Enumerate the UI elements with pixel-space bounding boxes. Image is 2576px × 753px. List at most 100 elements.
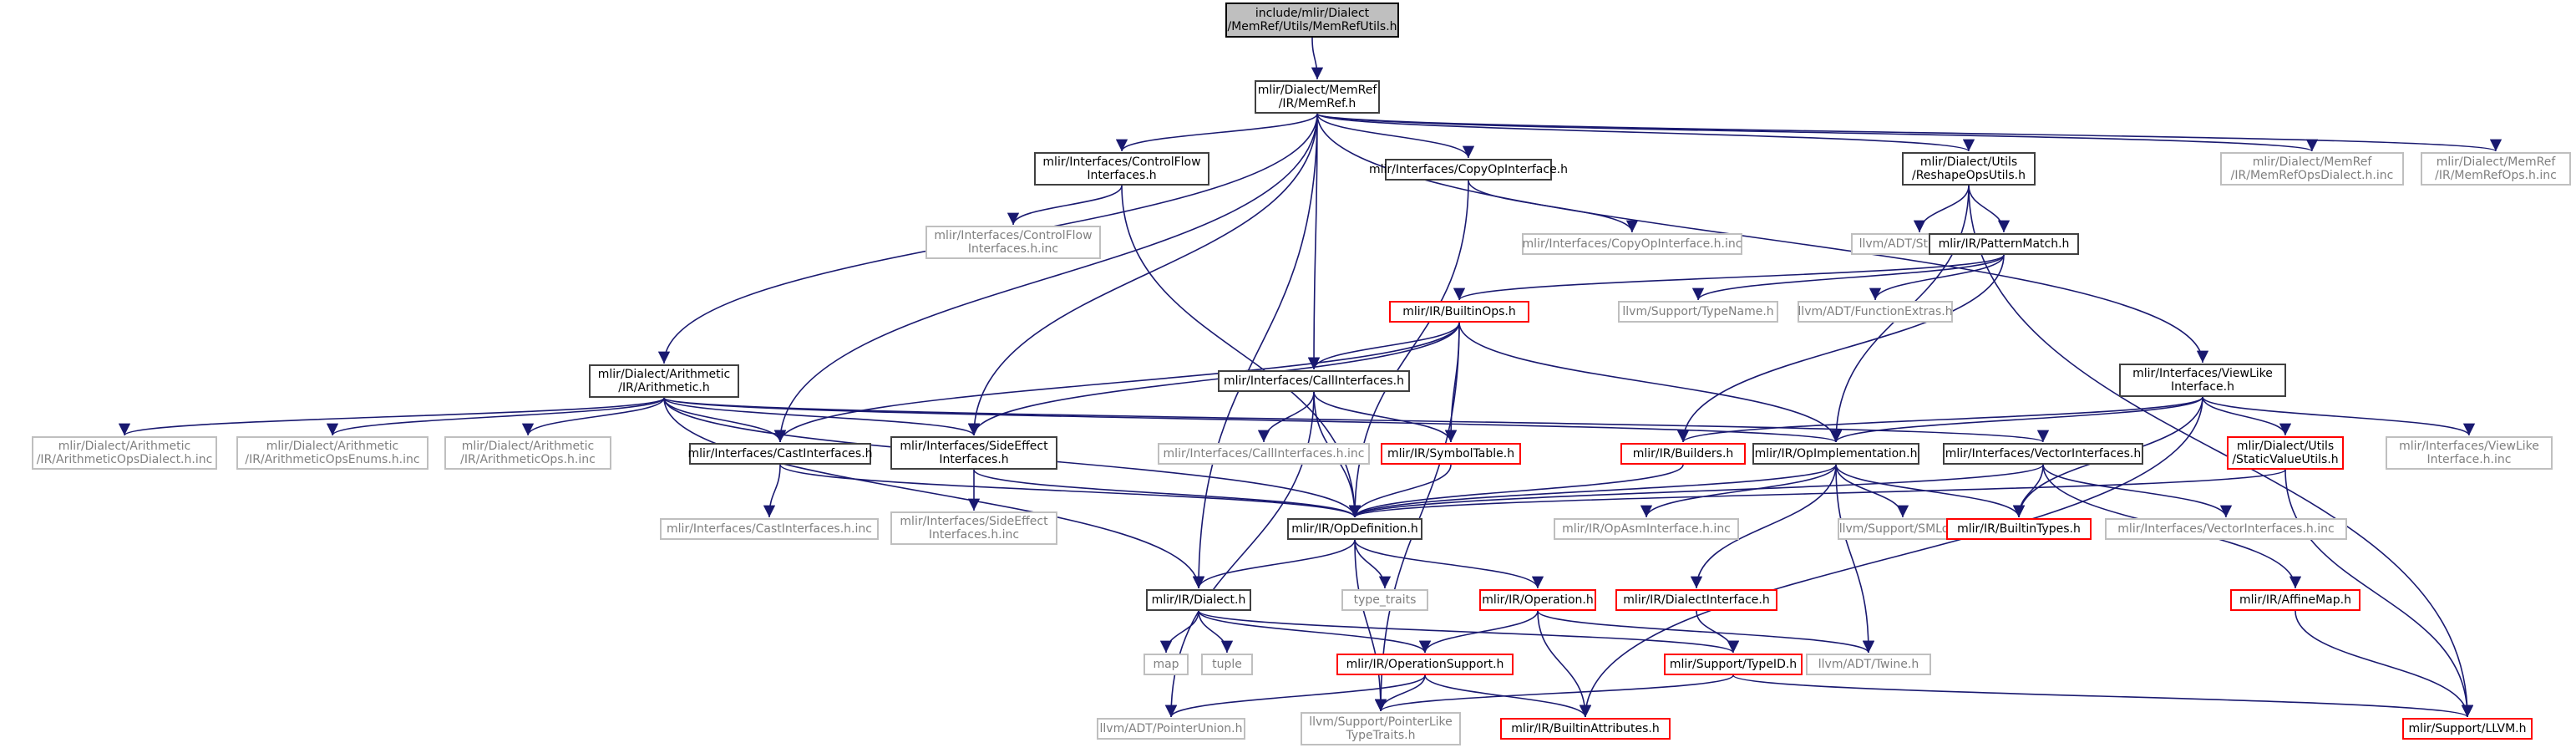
node-copyopinc[interactable]: mlir/Interfaces/CopyOpInterface.h.inc <box>1522 233 1742 255</box>
edge-viewlike-to-viewlikeinc <box>2202 396 2475 436</box>
edge-viewlike-to-opimpl <box>1830 396 2203 443</box>
edge-staticvalue-to-opdef <box>1349 469 2286 518</box>
edge-patternmatch-to-builtinops <box>1453 254 2005 301</box>
node-builtinops[interactable]: mlir/IR/BuiltinOps.h <box>1389 301 1529 323</box>
node-operation[interactable]: mlir/IR/Operation.h <box>1479 589 1596 611</box>
node-memref[interactable]: mlir/Dialect/MemRef /IR/MemRef.h <box>1255 80 1380 114</box>
node-dialectif[interactable]: mlir/IR/DialectInterface.h <box>1615 589 1777 611</box>
edge-arith-to-opimpl <box>663 397 1842 443</box>
node-sideeffectinc[interactable]: mlir/Interfaces/SideEffect Interfaces.h.… <box>890 511 1057 545</box>
node-funcextras[interactable]: llvm/ADT/FunctionExtras.h <box>1798 301 1953 323</box>
node-affinemap[interactable]: mlir/IR/AffineMap.h <box>2230 589 2360 611</box>
edge-builtinops-to-ptrlike <box>1374 322 1460 712</box>
edge-patternmatch-to-typename <box>1691 254 2005 301</box>
edge-opdef-to-typetraits <box>1354 539 1392 589</box>
node-arithdialectinc[interactable]: mlir/Dialect/Arithmetic /IR/ArithmeticOp… <box>32 436 217 470</box>
node-arith[interactable]: mlir/Dialect/Arithmetic /IR/Arithmetic.h <box>589 364 739 398</box>
node-viewlike[interactable]: mlir/Interfaces/ViewLike Interface.h <box>2119 364 2286 397</box>
node-cflow[interactable]: mlir/Interfaces/ControlFlow Interfaces.h <box>1034 152 1209 186</box>
edge-operation-to-twine <box>1537 610 1874 654</box>
edge-builders-to-opdef <box>1348 464 1684 518</box>
edge-viewlike-to-builtinattrs <box>1579 396 2203 718</box>
node-label: mlir/Support/TypeID.h <box>1669 658 1798 671</box>
edge-vectorif-to-vectorifinc <box>2042 464 2233 518</box>
node-opsupport[interactable]: mlir/IR/OperationSupport.h <box>1336 654 1514 675</box>
node-castifinc[interactable]: mlir/Interfaces/CastInterfaces.h.inc <box>660 518 879 540</box>
node-memrefopsinc[interactable]: mlir/Dialect/MemRef /IR/MemRefOps.h.inc <box>2421 152 2571 186</box>
node-label: mlir/Interfaces/ControlFlow Interfaces.h… <box>934 229 1093 256</box>
edge-arith-to-dialect <box>663 397 1205 589</box>
node-arithopsinc[interactable]: mlir/Dialect/Arithmetic /IR/ArithmeticOp… <box>444 436 611 470</box>
edge-memref-to-viewlike <box>1316 113 2209 364</box>
edge-opdef-to-operation <box>1354 539 1544 589</box>
node-label: mlir/Interfaces/CallInterfaces.h.inc <box>1163 447 1365 460</box>
node-copyop[interactable]: mlir/Interfaces/CopyOpInterface.h <box>1369 159 1568 181</box>
node-viewlikeinc[interactable]: mlir/Interfaces/ViewLike Interface.h.inc <box>2386 436 2553 470</box>
node-label: mlir/IR/BuiltinTypes.h <box>1957 522 2081 536</box>
node-staticvalue[interactable]: mlir/Dialect/Utils /StaticValueUtils.h <box>2227 436 2344 470</box>
node-typetraits[interactable]: type_traits <box>1341 589 1428 611</box>
node-label: mlir/IR/Dialect.h <box>1151 593 1246 607</box>
node-label: mlir/Interfaces/SideEffect Interfaces.h.… <box>900 515 1048 542</box>
node-label: mlir/Dialect/Utils /ReshapeOpsUtils.h <box>1911 155 2026 182</box>
edge-arith-to-arithdialectinc <box>119 397 665 436</box>
edge-opdef-to-ptrlike <box>1354 539 1387 712</box>
edge-callif-to-symboltable <box>1313 391 1458 443</box>
node-castif[interactable]: mlir/Interfaces/CastInterfaces.h <box>687 443 873 465</box>
node-twine[interactable]: llvm/ADT/Twine.h <box>1806 654 1931 675</box>
edge-opimpl-to-smloc <box>1835 464 1909 518</box>
edge-dialect-to-map <box>1159 610 1199 654</box>
node-label: mlir/IR/PatternMatch.h <box>1938 237 2070 251</box>
node-opimpl[interactable]: mlir/IR/OpImplementation.h <box>1752 443 1919 465</box>
node-builtinattrs[interactable]: mlir/IR/BuiltinAttributes.h <box>1500 718 1671 740</box>
edge-operation-to-builtinattrs <box>1537 610 1592 718</box>
node-callifinc[interactable]: mlir/Interfaces/CallInterfaces.h.inc <box>1158 443 1370 465</box>
node-patternmatch[interactable]: mlir/IR/PatternMatch.h <box>1929 233 2079 255</box>
node-tuple[interactable]: tuple <box>1201 654 1253 675</box>
node-root: include/mlir/Dialect /MemRef/Utils/MemRe… <box>1225 3 1399 38</box>
node-label: mlir/Support/LLVM.h <box>2408 722 2527 735</box>
node-vectorifinc[interactable]: mlir/Interfaces/VectorInterfaces.h.inc <box>2105 518 2347 540</box>
node-llvmh[interactable]: mlir/Support/LLVM.h <box>2402 718 2533 740</box>
node-label: mlir/IR/BuiltinAttributes.h <box>1511 722 1660 735</box>
node-cflowinc[interactable]: mlir/Interfaces/ControlFlow Interfaces.h… <box>925 226 1101 259</box>
node-label: mlir/Interfaces/CopyOpInterface.h.inc <box>1522 237 1742 251</box>
node-memrefdialectinc[interactable]: mlir/Dialect/MemRef /IR/MemRefOpsDialect… <box>2220 152 2404 186</box>
node-typename[interactable]: llvm/Support/TypeName.h <box>1618 301 1778 323</box>
node-label: mlir/Interfaces/SideEffect Interfaces.h <box>900 440 1048 466</box>
node-sideeffect[interactable]: mlir/Interfaces/SideEffect Interfaces.h <box>890 436 1057 470</box>
node-arithenumsinc[interactable]: mlir/Dialect/Arithmetic /IR/ArithmeticOp… <box>236 436 428 470</box>
node-label: mlir/Interfaces/CastInterfaces.h <box>687 447 873 460</box>
node-vectorif[interactable]: mlir/Interfaces/VectorInterfaces.h <box>1943 443 2143 465</box>
node-ptrunion[interactable]: llvm/ADT/PointerUnion.h <box>1097 718 1245 740</box>
edge-typeid-to-llvmh <box>1732 674 2473 718</box>
node-map[interactable]: map <box>1143 654 1189 675</box>
edge-arith-to-sideeffect <box>663 397 980 436</box>
edge-builtinops-to-callif <box>1307 322 1460 370</box>
edge-memref-to-callif <box>1307 113 1321 370</box>
edge-arith-to-arithenumsinc <box>327 397 665 436</box>
node-callif[interactable]: mlir/Interfaces/CallInterfaces.h <box>1218 370 1410 392</box>
node-builders[interactable]: mlir/IR/Builders.h <box>1620 443 1746 465</box>
node-reshape[interactable]: mlir/Dialect/Utils /ReshapeOpsUtils.h <box>1902 152 2036 186</box>
edge-memref-to-reshape <box>1316 113 1975 152</box>
node-label: mlir/Interfaces/VectorInterfaces.h <box>1945 447 2142 460</box>
edge-cflow-to-opdef <box>1121 185 1362 518</box>
edge-patternmatch-to-funcextras <box>1869 254 2005 301</box>
node-label: mlir/IR/OpDefinition.h <box>1291 522 1418 536</box>
node-builtintypes[interactable]: mlir/IR/BuiltinTypes.h <box>1946 518 2092 540</box>
node-opdef[interactable]: mlir/IR/OpDefinition.h <box>1287 518 1422 540</box>
node-typeid[interactable]: mlir/Support/TypeID.h <box>1664 654 1803 675</box>
node-label: mlir/IR/BuiltinOps.h <box>1402 305 1516 318</box>
node-opasminc[interactable]: mlir/IR/OpAsmInterface.h.inc <box>1554 518 1739 540</box>
edge-dialect-to-opsupport <box>1198 610 1432 654</box>
node-symboltable[interactable]: mlir/IR/SymbolTable.h <box>1381 443 1521 465</box>
node-dialect[interactable]: mlir/IR/Dialect.h <box>1146 589 1251 611</box>
edge-arith-to-arithopsinc <box>521 397 665 436</box>
edge-opimpl-to-opdef <box>1349 464 1837 518</box>
edge-memref-to-memrefopsinc <box>1316 113 2502 152</box>
edge-memref-to-castif <box>773 113 1318 443</box>
node-label: mlir/Dialect/Arithmetic /IR/Arithmetic.h <box>597 368 731 394</box>
node-ptrlike[interactable]: llvm/Support/PointerLike TypeTraits.h <box>1301 712 1461 745</box>
edge-castif-to-castifinc <box>763 464 781 518</box>
